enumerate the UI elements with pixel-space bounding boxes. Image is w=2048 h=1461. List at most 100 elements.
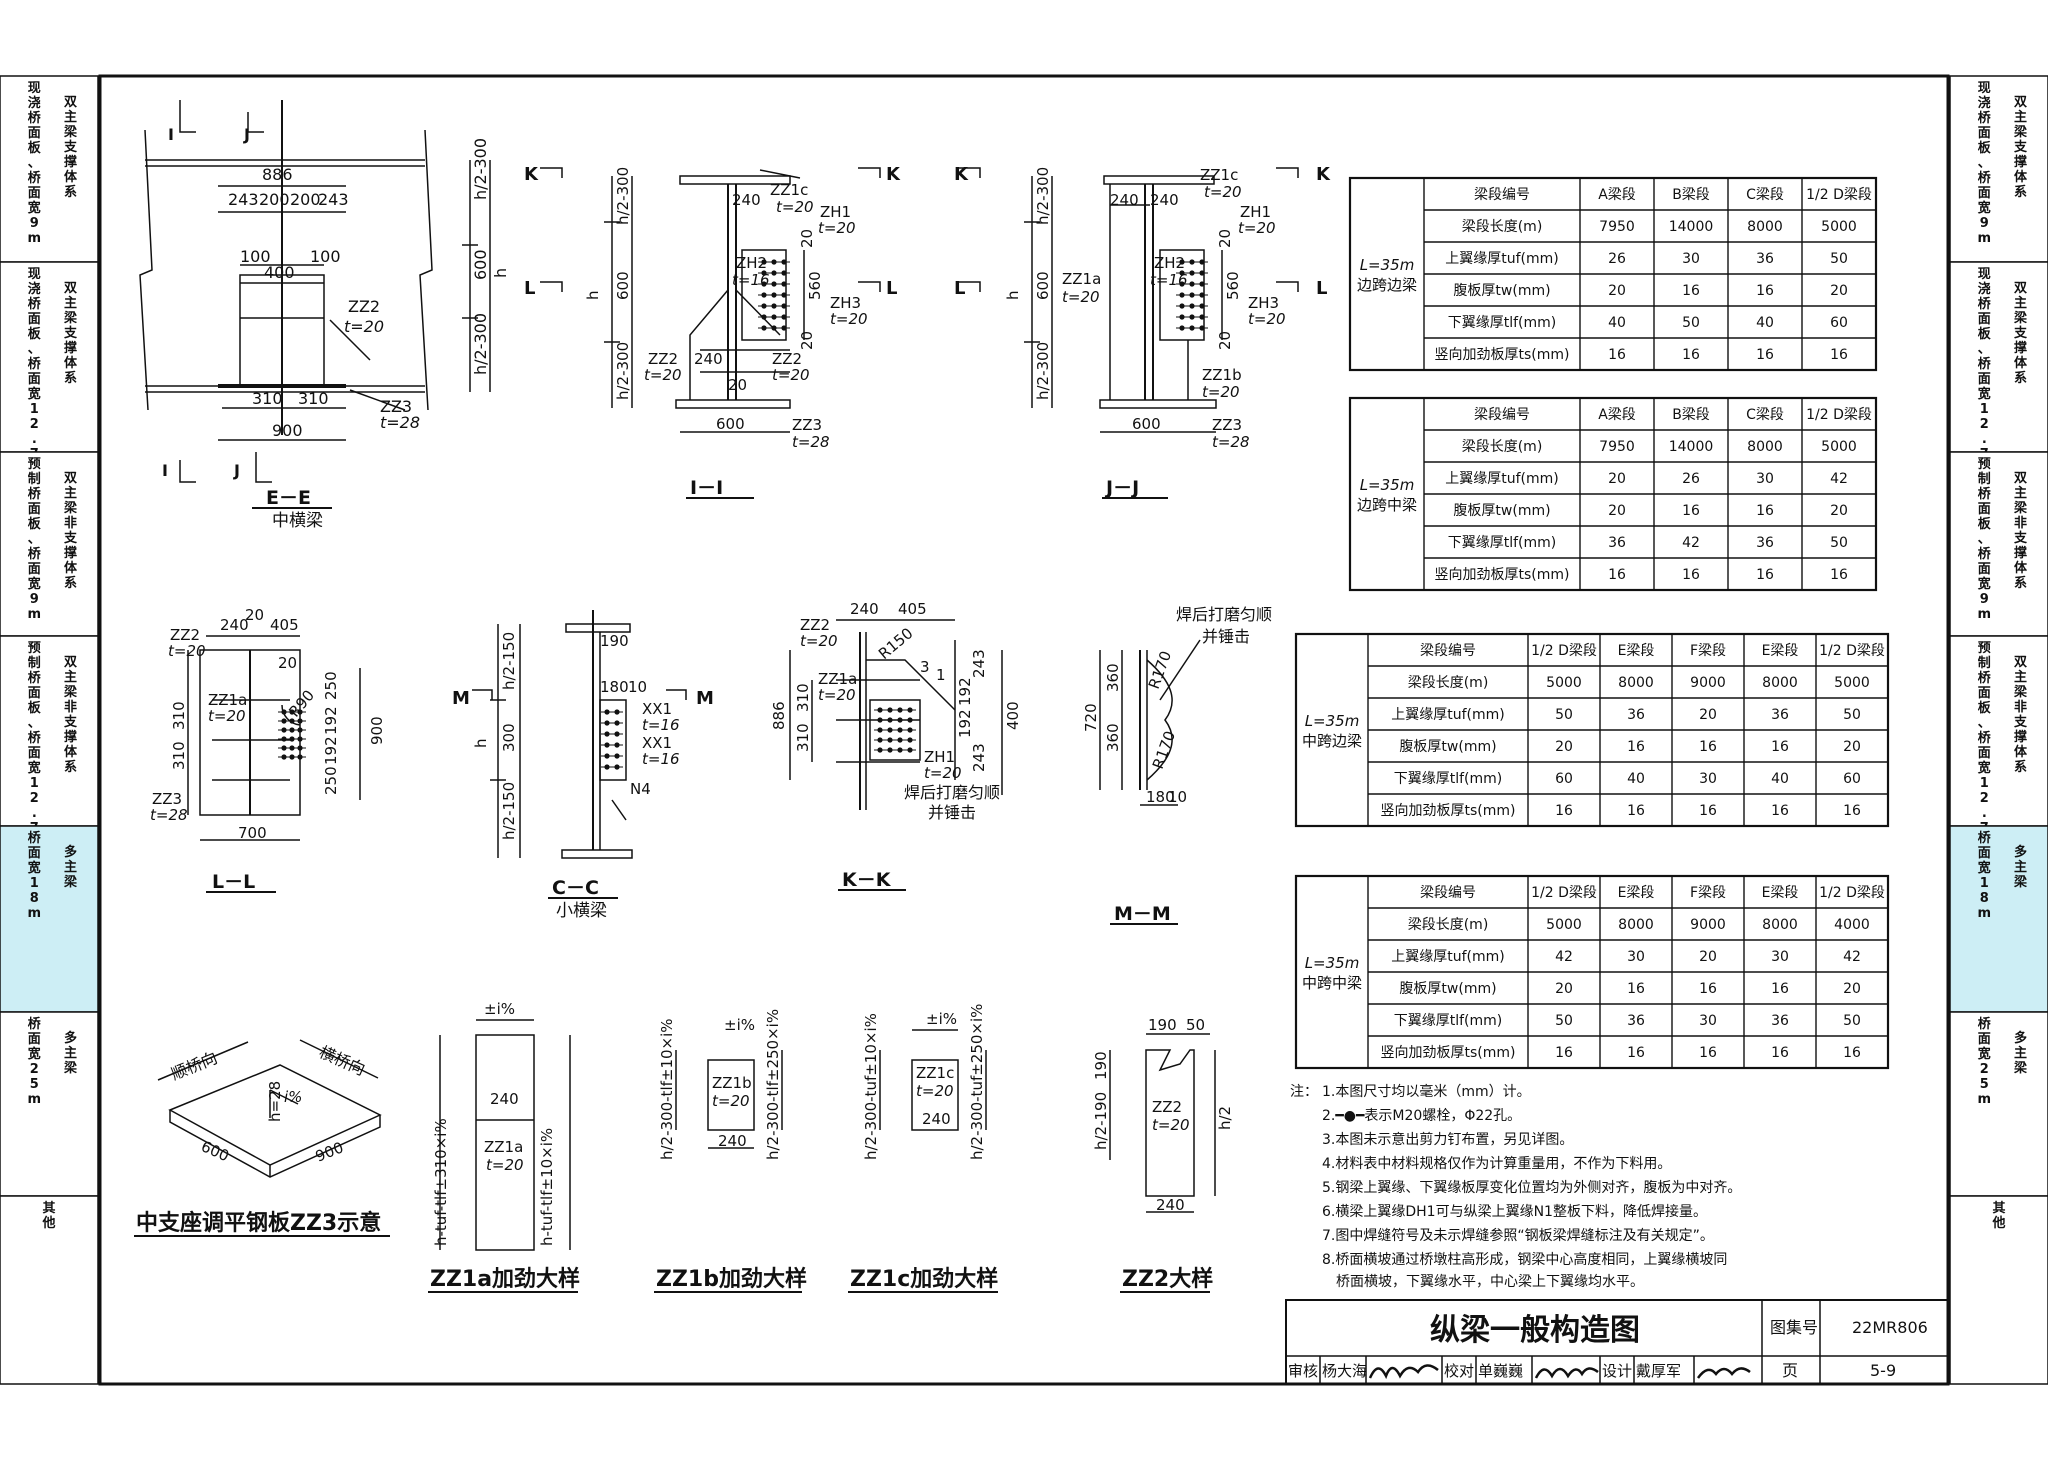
dim-label: 20 <box>245 606 264 624</box>
dim-label: h/2-190 <box>1092 1092 1110 1150</box>
dim-label: 243 <box>318 190 349 209</box>
side-tab-main-char: 宽 <box>1977 386 1991 402</box>
side-tab-sub-char: 主 <box>2014 1045 2027 1061</box>
side-tab-sub-char: 主 <box>2014 295 2027 311</box>
section-ee <box>139 100 491 483</box>
table-cell: 16 <box>1555 1045 1573 1061</box>
table-cell: 16 <box>1682 503 1700 519</box>
section-mark: L <box>886 278 897 299</box>
side-tab-6[interactable]: 其他 <box>0 1195 99 1385</box>
side-tab-sub-char: 系 <box>2014 575 2027 591</box>
side-tab-main-char: 桥 <box>28 170 42 186</box>
right-side-tabs[interactable]: 现浇桥面板、桥面宽9m双主梁支撑体系现浇桥面板、桥面宽12.75m双主梁支撑体系… <box>1949 75 2048 1385</box>
side-tab-main-char: 面 <box>28 372 41 387</box>
table-cell: 8000 <box>1762 675 1798 691</box>
note-line: 桥面横坡，下翼缘水平，中心梁上下翼缘均水平。 <box>1336 1274 1644 1290</box>
dim-label: 240 <box>718 1132 747 1150</box>
dim-label: 240 <box>694 350 723 368</box>
side-tab-sub-char: 支 <box>63 139 78 155</box>
note-line: 6.横梁上翼缘DH1可与纵梁上翼缘N1整板下料，降低焊接量。 <box>1322 1203 1707 1220</box>
table-cell: 16 <box>1771 981 1789 997</box>
side-tab-sub-char: 双 <box>2014 655 2027 670</box>
side-tab-main-char: m <box>1978 607 1992 622</box>
side-tab-main-char: 2 <box>30 417 39 432</box>
dim-label: 20 <box>798 331 816 350</box>
side-tab-main-char: 桥 <box>1978 830 1992 846</box>
side-tab-main-char: 桥 <box>28 110 42 126</box>
dim-label: 20 <box>1216 331 1234 350</box>
side-tab-main-char: 2 <box>1980 417 1989 432</box>
side-tab-sub-char: 主 <box>2014 485 2027 501</box>
zz1c-detail <box>879 1029 987 1131</box>
table-cell: 20 <box>1843 739 1861 755</box>
part-label: t=16 <box>732 271 770 289</box>
dim-label: 400 <box>264 263 295 282</box>
side-tab-sub-char: 非 <box>2014 515 2027 531</box>
side-tab-main-char: 面 <box>1978 562 1991 577</box>
side-tab-sub-char: 梁 <box>2013 124 2028 140</box>
side-tab-sub-char: 系 <box>2014 184 2027 200</box>
dim-label: 405 <box>898 600 927 618</box>
table-cell: 8000 <box>1618 675 1654 691</box>
table-cell: 40 <box>1627 771 1645 787</box>
dim-label: 310 <box>794 683 812 712</box>
table-cell: 9000 <box>1690 917 1726 933</box>
dim-label: 20 <box>1216 229 1234 248</box>
dim-label: 180 <box>1146 788 1175 806</box>
left-side-tabs[interactable]: 现浇桥面板、桥面宽9m双主梁支撑体系现浇桥面板、桥面宽12.75m双主梁支撑体系… <box>0 75 99 1385</box>
table-cell: 9000 <box>1690 675 1726 691</box>
table-cell: 16 <box>1830 347 1848 363</box>
sign-role: 审核 <box>1288 1362 1318 1380</box>
side-tab-main-char: 9 <box>1980 216 1989 231</box>
section-subtitle: 中横梁 <box>272 511 323 531</box>
table-cell: 16 <box>1699 803 1717 819</box>
table-cell: 16 <box>1699 739 1717 755</box>
side-tab-main-char: m <box>28 1092 42 1107</box>
dim-label: 720 <box>1082 703 1100 732</box>
table-cell: 42 <box>1843 949 1861 965</box>
table-group-label: 边跨边梁 <box>1357 276 1417 294</box>
part-label: ZH1 <box>1240 203 1271 221</box>
dim-label: 250 <box>322 766 340 795</box>
side-tab-main-char: 面 <box>28 562 41 577</box>
side-tab-main-char: 宽 <box>27 576 41 592</box>
table-cell: 50 <box>1555 707 1573 723</box>
side-tab-main-char: 8 <box>1980 891 1989 906</box>
table-header-cell: 梁段编号 <box>1474 407 1530 423</box>
side-tab-main-char: 面 <box>28 502 41 517</box>
dim-label: h/2-300 <box>471 138 490 200</box>
table-cell: 20 <box>1699 707 1717 723</box>
section-title: I－I <box>690 477 723 499</box>
side-tab-main-char: 浇 <box>1978 281 1991 297</box>
table-header-cell: A梁段 <box>1598 407 1636 423</box>
table-cell: 腹板厚tw(mm) <box>1399 980 1496 997</box>
dim-label: 310 <box>170 701 188 730</box>
side-tab-main-char: 2 <box>30 791 39 806</box>
table-cell: 7950 <box>1599 219 1635 235</box>
table-cell: 16 <box>1843 1045 1861 1061</box>
side-tab-main-char: 桥 <box>28 730 42 746</box>
side-tab-6[interactable]: 其他 <box>1949 1195 2048 1385</box>
part-label: ZH1 <box>924 748 955 766</box>
dim-label: h-tuf-tlf±10×i% <box>538 1128 556 1246</box>
part-label: ZH3 <box>830 294 861 312</box>
side-tab-sub-char: 系 <box>2014 370 2027 386</box>
section-cc <box>472 610 687 859</box>
dim-label: 900 <box>272 421 303 440</box>
table-header-cell: E梁段 <box>1618 643 1655 659</box>
table-cell: 60 <box>1555 771 1573 787</box>
side-tab-main-char: 制 <box>28 471 41 487</box>
side-tab-main-char: 宽 <box>1977 860 1991 876</box>
